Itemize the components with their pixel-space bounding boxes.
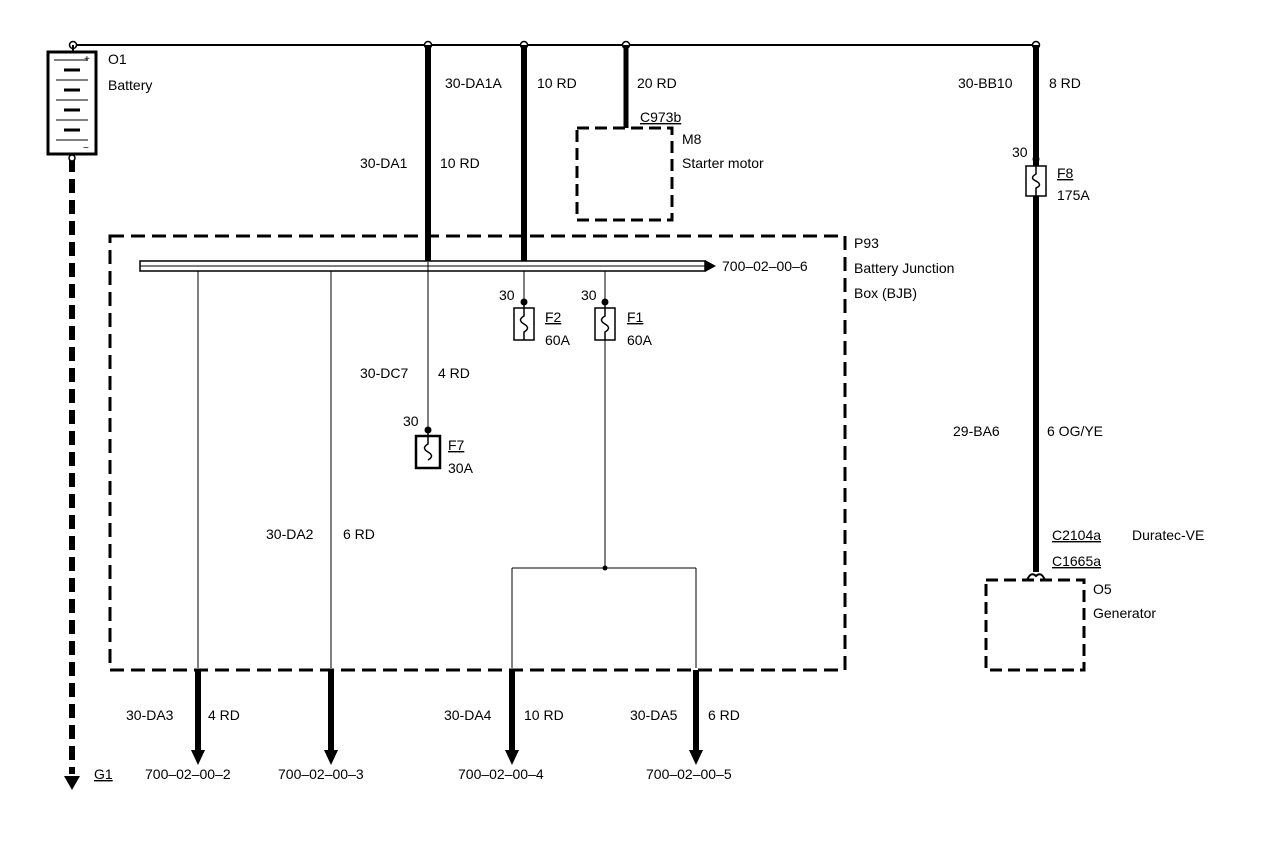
f2-rating: 60A [545,332,571,348]
f2-element [519,302,529,340]
bjb-name-line2: Box (BJB) [854,285,917,301]
f2-ref: F2 [545,309,562,325]
f1-pin-label: 30 [581,287,597,303]
da4-circuit: 30-DA4 [444,707,492,723]
f7-element [423,430,433,461]
battery-ref: O1 [108,51,127,67]
f7-pin-label: 30 [403,413,419,429]
output-ref-4: 700–02–00–4 [458,766,544,782]
da4-size: 10 RD [524,707,564,723]
da5-circuit: 30-DA5 [630,707,678,723]
ground-arrow [64,776,80,790]
output-da3 [191,670,205,765]
generator-connector [1026,573,1046,581]
output-da2 [324,670,338,765]
generator-conn2: C1665a [1052,553,1101,569]
bus-arrow [705,260,716,272]
bb10-size: 8 RD [1049,75,1081,91]
f1-ref: F1 [627,309,644,325]
da3-circuit: 30-DA3 [126,707,174,723]
f7-rating: 30A [448,460,474,476]
da1-circuit: 30-DA1 [360,155,408,171]
ba6-circuit: 29-BA6 [953,423,1000,439]
output-da4 [505,670,519,765]
f8-pin-label: 30 [1012,144,1028,160]
output-ref-3: 700–02–00–3 [278,766,364,782]
da2-circuit: 30-DA2 [266,526,314,542]
bjb-box [108,234,847,672]
f8-rating: 175A [1057,187,1090,203]
generator-conn1: C2104a [1052,527,1101,543]
bb10-circuit: 30-BB10 [958,75,1013,91]
f7-ref: F7 [448,437,465,453]
dc7-size: 4 RD [438,365,470,381]
f2-pin-label: 30 [499,287,515,303]
battery-name: Battery [108,77,152,93]
generator-box [984,578,1086,672]
starter-connector: C973b [640,109,681,125]
bus-ref: 700–02–00–6 [722,258,808,274]
generator-engine: Duratec-VE [1132,527,1204,543]
output-ref-2: 700–02–00–2 [145,766,231,782]
f8-pin [1032,155,1040,163]
da2-size: 6 RD [343,526,375,542]
generator-ref: O5 [1093,581,1112,597]
ground-ref: G1 [94,766,113,782]
da1a-size: 10 RD [537,75,577,91]
output-ref-5: 700–02–00–5 [646,766,732,782]
bjb-ref: P93 [854,235,879,251]
battery-minus-terminal [68,154,76,162]
battery-plus-label: + [84,54,90,65]
battery-symbol [46,45,98,156]
starter-motor-box [575,126,674,222]
output-da5 [689,670,703,765]
ba6-size: 6 OG/YE [1047,423,1103,439]
bjb-name-line1: Battery Junction [854,260,954,276]
f1-rating: 60A [627,332,653,348]
f1-element [600,302,610,340]
battery-minus-label: − [83,143,89,154]
generator-name: Generator [1093,605,1156,621]
starter-ref: M8 [682,131,702,147]
dc7-circuit: 30-DC7 [360,365,408,381]
da3-size: 4 RD [208,707,240,723]
da5-size: 6 RD [708,707,740,723]
starter-name: Starter motor [682,155,764,171]
da1a-circuit: 30-DA1A [445,75,502,91]
da1-size: 10 RD [440,155,480,171]
f8-element [1031,166,1041,196]
starter-wire-size: 20 RD [637,75,677,91]
f8-ref: F8 [1057,165,1074,181]
